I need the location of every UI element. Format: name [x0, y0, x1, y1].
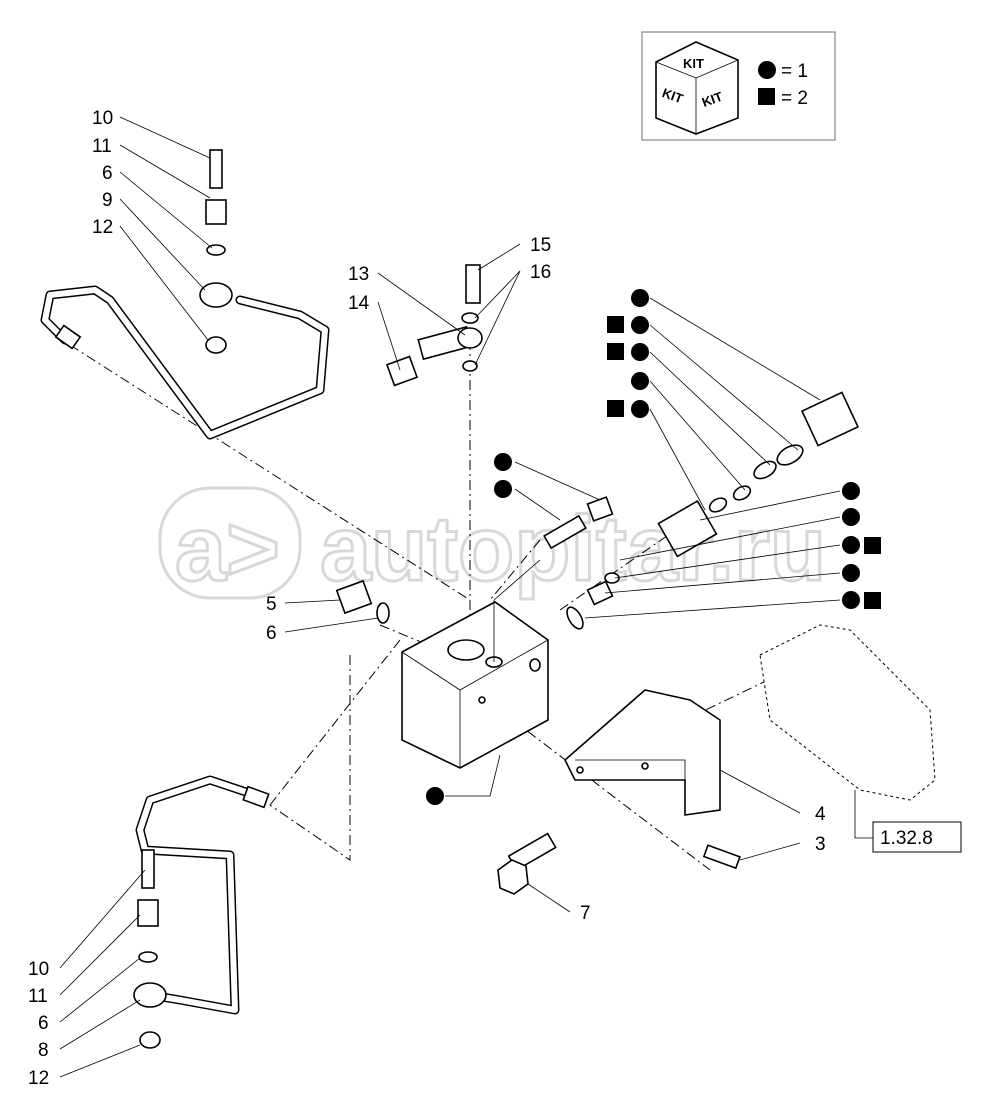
part-label: 6 [102, 163, 113, 184]
pipe-upper [40, 149, 330, 440]
circle-legend-text: = 1 [781, 61, 808, 82]
pipe-lower [133, 775, 270, 1049]
kit-markers [426, 289, 881, 805]
part-label: 7 [580, 903, 591, 924]
part-label: 14 [348, 293, 370, 314]
kit-legend: KIT KIT KIT = 1 = 2 [641, 31, 836, 141]
part-label: 6 [266, 623, 277, 644]
mounting-plate-outline [759, 624, 936, 801]
part-label: 8 [38, 1040, 49, 1061]
circle-marker-icon [758, 61, 776, 79]
part-label: 12 [28, 1068, 49, 1089]
square-legend-text: = 2 [781, 88, 808, 109]
valve-cartridge [543, 391, 860, 630]
bracket [564, 689, 721, 816]
part-label: 11 [28, 986, 48, 1007]
kit-label-right: KIT [700, 89, 725, 110]
part-labels: 10 11 6 9 12 15 16 13 14 5 6 4 3 7 10 11… [28, 108, 826, 1089]
part-label: 3 [815, 834, 826, 855]
kit-label-left: KIT [660, 85, 685, 106]
bolts [497, 832, 741, 895]
part-label: 9 [102, 190, 113, 211]
plug-and-seal [335, 579, 390, 624]
part-label: 10 [92, 108, 113, 129]
reference-label[interactable]: 1.32.8 [880, 828, 933, 849]
svg-text:a>: a> [175, 498, 280, 600]
part-label: 15 [530, 235, 551, 256]
part-label: 12 [92, 217, 113, 238]
part-label: 13 [348, 264, 369, 285]
part-label: 11 [92, 136, 112, 157]
leader-lines [59, 116, 873, 1078]
valve-block [401, 559, 549, 769]
banjo-fitting [385, 264, 483, 387]
part-label: 5 [266, 594, 277, 615]
part-label: 16 [530, 262, 551, 283]
part-label: 10 [28, 959, 49, 980]
part-label: 6 [38, 1013, 49, 1034]
watermark: a> autopitar.ru [158, 486, 828, 602]
kit-label-top: KIT [683, 56, 704, 71]
square-marker-icon [758, 88, 775, 105]
reference-link[interactable]: 1.32.8 [872, 821, 962, 853]
part-label: 4 [815, 804, 826, 825]
watermark-text: autopitar.ru [320, 498, 826, 600]
